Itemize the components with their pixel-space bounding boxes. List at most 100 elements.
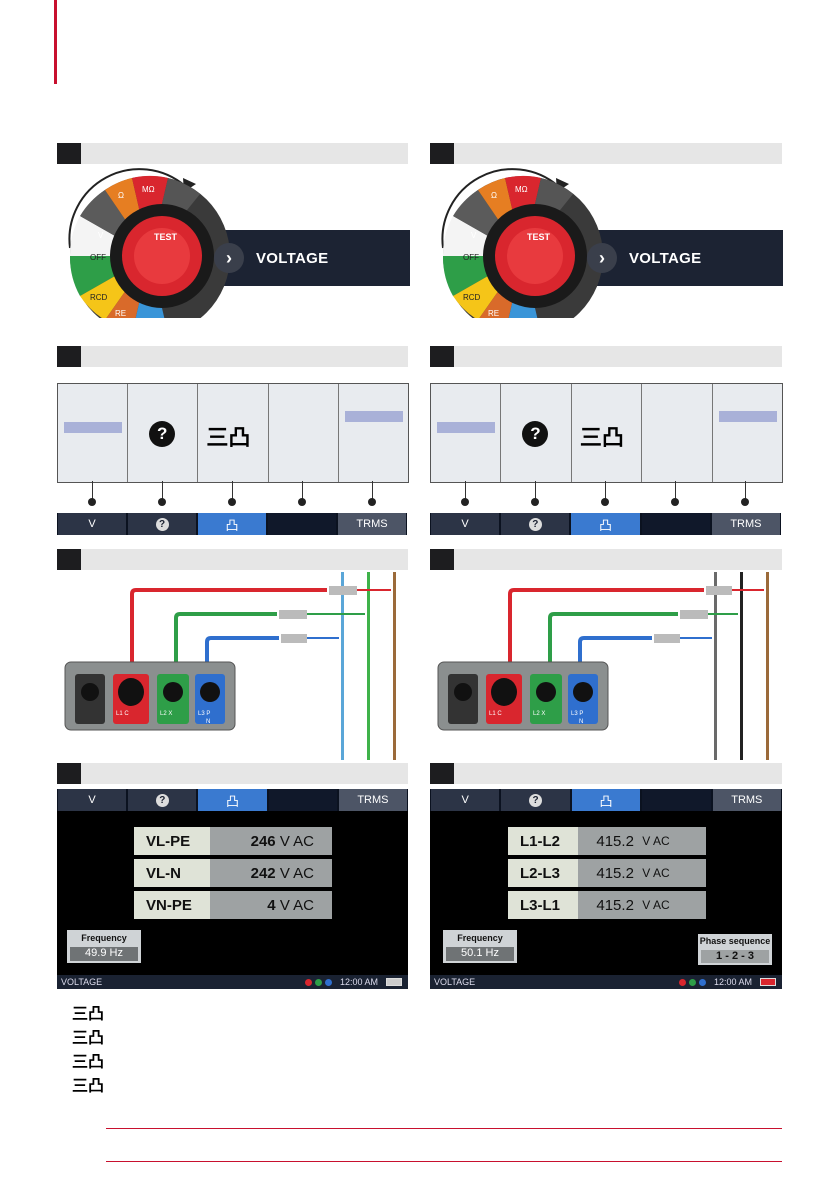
- softkey-trms[interactable]: TRMS: [712, 789, 782, 811]
- reading-value-cell: 242 V AC: [210, 859, 332, 887]
- reading-value: 246: [250, 832, 276, 850]
- softkey-empty[interactable]: [268, 789, 337, 811]
- softkey-v[interactable]: V: [58, 789, 127, 811]
- help-icon: ?: [155, 517, 169, 531]
- frequency-box: Frequency 49.9 Hz: [67, 930, 141, 963]
- reading-table: L1-L2 415.2 V AC L2-L3 415.2 V AC L3-L1 …: [508, 827, 706, 919]
- connector-dot: [228, 498, 236, 506]
- phase-indicator: [324, 978, 332, 986]
- wiring-diagram-single-phase: L1 C L2 X L3 P N: [64, 572, 396, 760]
- softkey-v[interactable]: V: [431, 789, 500, 811]
- status-bar: VOLTAGE 12:00 AM: [430, 975, 782, 989]
- svg-text:OFF: OFF: [463, 253, 479, 262]
- connector-dot: [671, 498, 679, 506]
- status-mode: VOLTAGE: [61, 977, 103, 987]
- softkey-empty[interactable]: [641, 513, 710, 535]
- meter-screen-three-phase: V ? 凸 TRMS L1-L2 415.2 V AC L2-L3 415.2 …: [430, 789, 782, 989]
- dial-graphic: OFF V Ω MΩ RCD RE TEST: [441, 168, 603, 318]
- reading-row: L2-L3 415.2 V AC: [508, 859, 706, 887]
- softkey-save[interactable]: 凸: [571, 789, 641, 811]
- help-icon: ?: [529, 793, 543, 807]
- phase-indicator: [678, 978, 686, 986]
- frequency-value: 49.9 Hz: [70, 947, 138, 961]
- page-accent-bar: [54, 0, 57, 84]
- softkey-help[interactable]: ?: [501, 513, 570, 535]
- section-header-wiring-right: [430, 549, 782, 570]
- softkey-cell: [58, 384, 129, 482]
- reading-label: L2-L3: [508, 859, 578, 887]
- reading-table: VL-PE 246 V AC VL-N 242 V AC VN-PE 4 V A…: [134, 827, 332, 919]
- reading-label: L1-L2: [508, 827, 578, 855]
- svg-text:TEST: TEST: [154, 232, 178, 242]
- rotary-dial-right: OFF V Ω MΩ RCD RE TEST › VOLTAGE: [423, 168, 783, 318]
- save-icon: 三凸: [72, 1030, 105, 1047]
- softkey-bar: V ? 凸 TRMS: [430, 789, 782, 811]
- save-icon: 凸: [225, 517, 239, 533]
- softkey-empty[interactable]: [642, 789, 711, 811]
- reading-row: VL-N 242 V AC: [134, 859, 332, 887]
- softkey-help[interactable]: ?: [128, 513, 196, 535]
- softkey-label: TRMS: [356, 518, 388, 530]
- reading-value: 242: [250, 864, 276, 882]
- softkey-help[interactable]: ?: [501, 789, 570, 811]
- save-icon-list: 三凸 三凸 三凸 三凸: [72, 1003, 104, 1099]
- softkey-bar-right: V ? 凸 TRMS: [430, 513, 781, 535]
- battery-icon: [386, 978, 402, 986]
- reading-unit: V AC: [642, 898, 670, 912]
- phase-indicator: [688, 978, 696, 986]
- svg-text:MΩ: MΩ: [142, 185, 155, 194]
- softkey-bar: V ? 凸 TRMS: [57, 789, 408, 811]
- battery-icon: [760, 978, 776, 986]
- dial-graphic: OFF V Ω MΩ RCD RE TEST: [68, 168, 230, 318]
- help-icon: ?: [155, 793, 169, 807]
- softkey-trms[interactable]: TRMS: [711, 513, 781, 535]
- footer-rule: [106, 1128, 782, 1129]
- help-icon: ?: [149, 421, 176, 447]
- section-header-softkeys-right: [430, 346, 782, 367]
- softkey-save[interactable]: 凸: [198, 789, 267, 811]
- softkey-label: V: [461, 518, 469, 530]
- chevron-right-icon: ›: [587, 243, 617, 273]
- reading-unit: V AC: [279, 864, 314, 882]
- svg-text:L2 X: L2 X: [160, 711, 172, 717]
- connector-dot: [531, 498, 539, 506]
- save-icon: 凸: [599, 517, 613, 533]
- softkey-cell: ?: [128, 384, 199, 482]
- softkey-save[interactable]: 凸: [571, 513, 640, 535]
- reading-label: VN-PE: [134, 891, 210, 919]
- connector-dot: [158, 498, 166, 506]
- clock: 12:00 AM: [713, 977, 752, 987]
- rotary-dial-left: OFF V Ω MΩ RCD RE TEST › VOLTAGE: [50, 168, 410, 318]
- svg-text:L2 X: L2 X: [533, 711, 545, 717]
- softkey-trms[interactable]: TRMS: [338, 513, 406, 535]
- section-header-softkeys-left: [57, 346, 408, 367]
- softkey-legend-left: ? 三凸: [57, 383, 409, 483]
- connector-dot: [461, 498, 469, 506]
- softkey-help[interactable]: ?: [128, 789, 197, 811]
- footer-rule: [106, 1161, 782, 1162]
- softkey-label: V: [461, 794, 469, 806]
- reading-unit: V AC: [642, 866, 670, 880]
- softkey-empty[interactable]: [268, 513, 336, 535]
- reading-unit: V AC: [642, 834, 670, 848]
- softkey-save[interactable]: 凸: [198, 513, 266, 535]
- softkey-v[interactable]: V: [58, 513, 126, 535]
- svg-text:MΩ: MΩ: [515, 185, 528, 194]
- softkey-trms[interactable]: TRMS: [338, 789, 408, 811]
- save-icon: 三凸: [579, 425, 624, 450]
- svg-text:L1 C: L1 C: [489, 711, 502, 717]
- reading-row: VN-PE 4 V AC: [134, 891, 332, 919]
- save-icon: 凸: [226, 793, 240, 809]
- section-header-wiring-left: [57, 549, 408, 570]
- svg-text:V: V: [471, 231, 477, 240]
- reading-row: L1-L2 415.2 V AC: [508, 827, 706, 855]
- frequency-label: Frequency: [457, 933, 503, 943]
- reading-value-cell: 415.2 V AC: [578, 859, 706, 887]
- save-icon: 三凸: [72, 1078, 105, 1095]
- reading-value: 415.2: [596, 896, 634, 914]
- softkey-v[interactable]: V: [431, 513, 500, 535]
- softkey-connectors-right: [430, 481, 781, 511]
- connector-dot: [601, 498, 609, 506]
- frequency-box: Frequency 50.1 Hz: [443, 930, 517, 963]
- phase-sequence-label: Phase sequence: [699, 936, 771, 946]
